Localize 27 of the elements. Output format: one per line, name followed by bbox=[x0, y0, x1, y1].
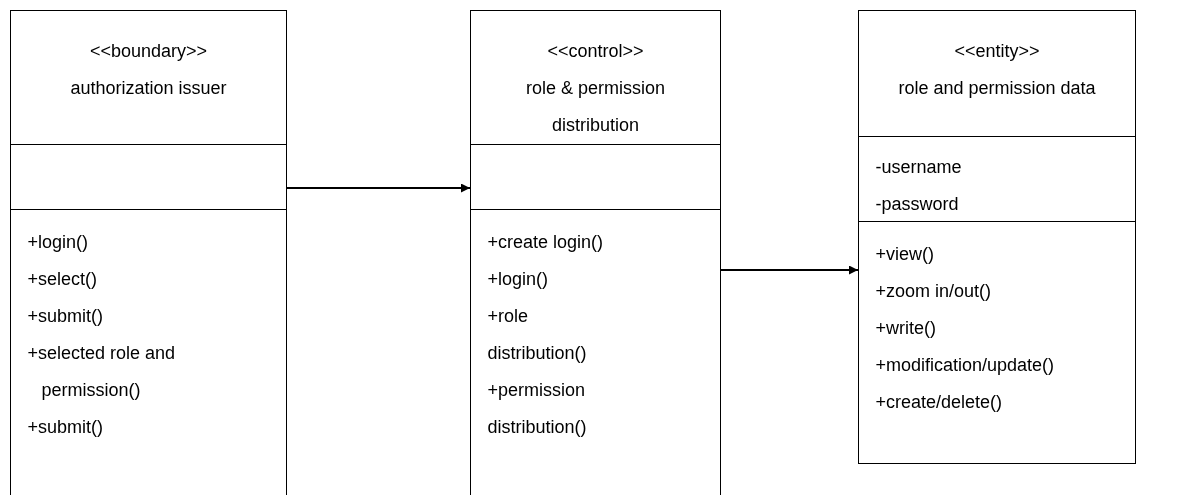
method-text: +write() bbox=[875, 317, 936, 340]
method-text: +create login() bbox=[487, 231, 604, 254]
arrow bbox=[286, 183, 471, 193]
method-text: +permission distribution() bbox=[487, 379, 588, 439]
stereotype-label: <<control>> bbox=[546, 40, 645, 63]
method-text: +login() bbox=[27, 231, 89, 254]
method-text: +modification/update() bbox=[875, 354, 1055, 377]
method-text: +login() bbox=[487, 268, 549, 291]
method-text: +view() bbox=[875, 243, 934, 266]
method-text: +submit() bbox=[27, 305, 103, 328]
class-box bbox=[470, 10, 721, 495]
class-name: role and permission data bbox=[897, 77, 1097, 100]
arrow bbox=[720, 265, 859, 275]
class-box bbox=[858, 10, 1136, 464]
method-text: +select() bbox=[27, 268, 98, 291]
class-name: role & permission distribution bbox=[524, 77, 667, 137]
method-text: +selected role and permission() bbox=[27, 342, 177, 402]
class-box bbox=[10, 10, 287, 495]
method-text: +submit() bbox=[27, 416, 103, 439]
stereotype-label: <<boundary>> bbox=[88, 40, 209, 63]
method-text: +create/delete() bbox=[875, 391, 1003, 414]
method-text: +zoom in/out() bbox=[875, 280, 992, 303]
class-name: authorization issuer bbox=[69, 77, 228, 100]
method-text: +role distribution() bbox=[487, 305, 588, 365]
stereotype-label: <<entity>> bbox=[953, 40, 1041, 63]
attribute-text: -username bbox=[875, 156, 962, 179]
attribute-text: -password bbox=[875, 193, 959, 216]
